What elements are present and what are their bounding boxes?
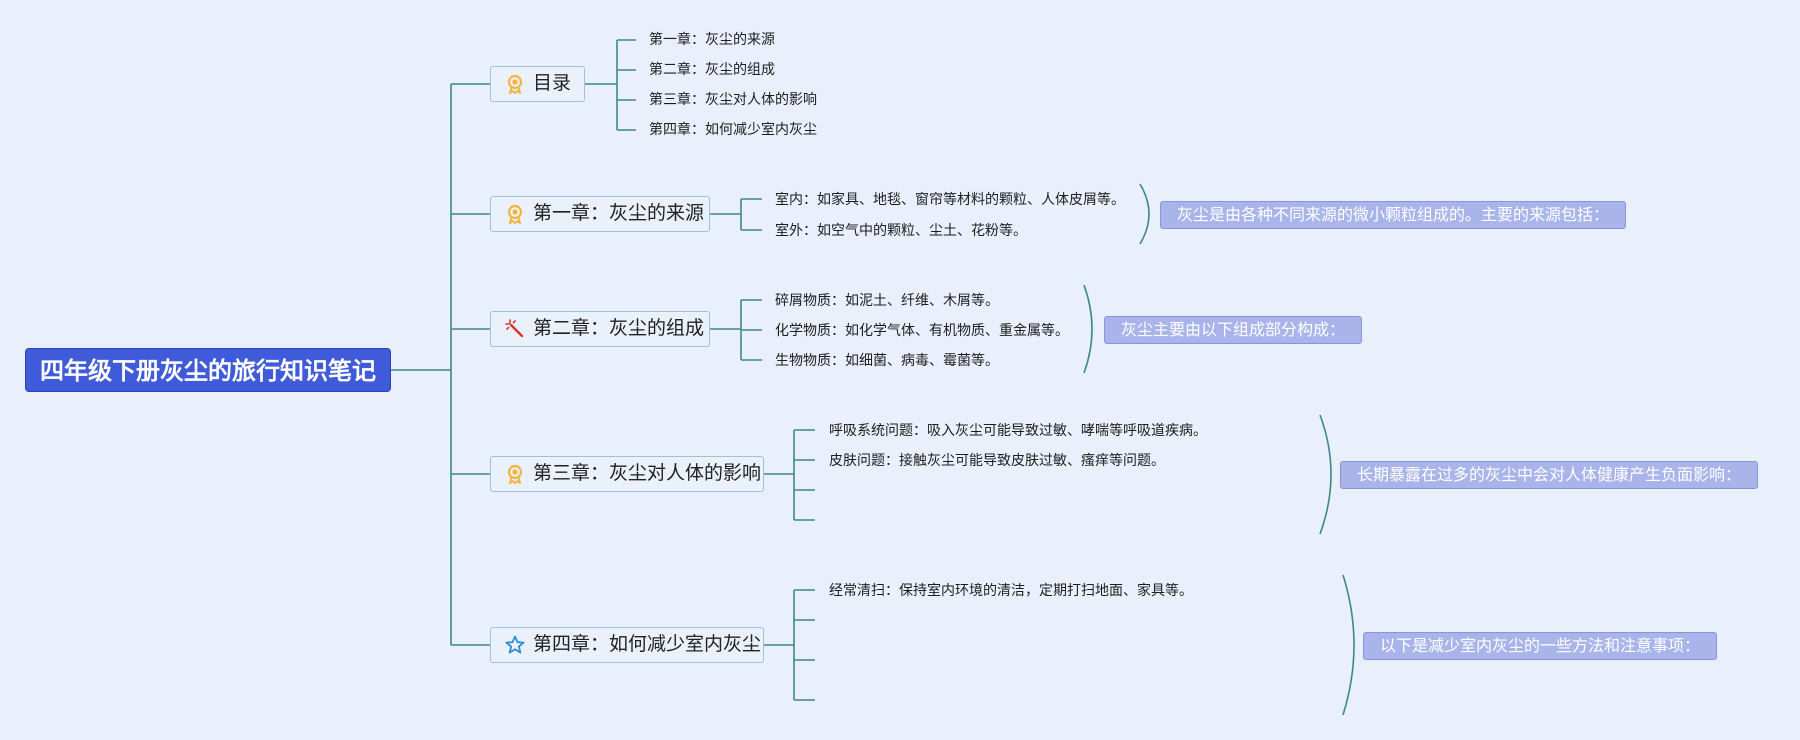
subtopic[interactable]: 呼吸系统问题：吸入灰尘可能导致过敏、哮喘等呼吸道疾病。 [829,423,1207,439]
ribbon-award-icon [507,464,523,484]
topic-chapter-2[interactable]: 第二章：灰尘的组成 [490,311,710,347]
topic-label: 第二章：灰尘的组成 [533,317,705,339]
ribbon-award-icon [507,74,523,94]
toc-item[interactable]: 第一章：灰尘的来源 [649,32,775,48]
topic-label: 目录 [533,72,572,94]
central-topic[interactable]: 四年级下册灰尘的旅行知识笔记 [25,348,391,392]
topic-label: 第一章：灰尘的来源 [533,202,705,224]
subtopic[interactable]: 化学物质：如化学气体、有机物质、重金属等。 [775,323,1069,339]
subtopic[interactable]: 碎屑物质：如泥土、纤维、木屑等。 [775,293,999,309]
topic-chapter-4[interactable]: 第四章：如何减少室内灰尘 [490,627,764,663]
subtopic[interactable]: 室内：如家具、地毯、窗帘等材料的颗粒、人体皮屑等。 [775,192,1125,208]
toc-item[interactable]: 第二章：灰尘的组成 [649,62,775,78]
star-icon [505,635,525,654]
ribbon-award-icon [507,204,523,224]
subtopic[interactable]: 经常清扫：保持室内环境的清洁，定期打扫地面、家具等。 [829,583,1193,599]
toc-item[interactable]: 第三章：灰尘对人体的影响 [649,92,817,108]
summary-chapter-4[interactable]: 以下是减少室内灰尘的一些方法和注意事项： [1363,632,1718,660]
subtopic[interactable]: 生物物质：如细菌、病毒、霉菌等。 [775,353,999,369]
toc-item[interactable]: 第四章：如何减少室内灰尘 [649,122,817,138]
summary-chapter-2[interactable]: 灰尘主要由以下组成部分构成： [1104,316,1363,344]
topic-label: 第三章：灰尘对人体的影响 [533,462,762,484]
topic-chapter-1[interactable]: 第一章：灰尘的来源 [490,196,710,232]
topic-chapter-3[interactable]: 第三章：灰尘对人体的影响 [490,456,764,492]
magic-wand-icon [505,319,524,338]
subtopic[interactable]: 室外：如空气中的颗粒、尘土、花粉等。 [775,223,1027,239]
summary-chapter-3[interactable]: 长期暴露在过多的灰尘中会对人体健康产生负面影响： [1340,461,1759,489]
subtopic[interactable]: 皮肤问题：接触灰尘可能导致皮肤过敏、瘙痒等问题。 [829,453,1165,469]
summary-chapter-1[interactable]: 灰尘是由各种不同来源的微小颗粒组成的。主要的来源包括： [1160,201,1627,229]
topic-label: 第四章：如何减少室内灰尘 [533,633,762,655]
topic-table-of-contents[interactable]: 目录 [490,66,585,102]
